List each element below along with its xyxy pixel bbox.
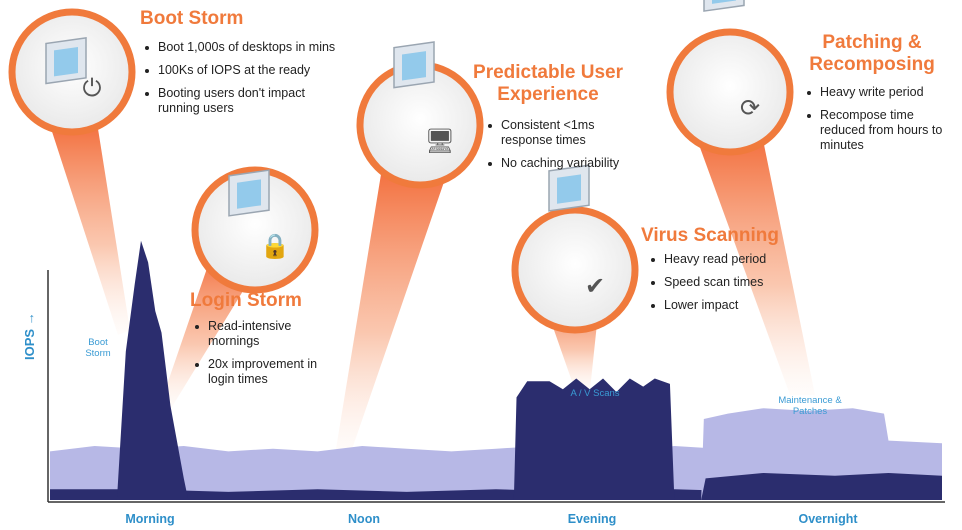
desktop-box-icon — [703, 0, 745, 12]
desktop-box-icon — [548, 164, 590, 212]
spotlight-beams — [45, 110, 815, 455]
refresh-icon: ⟳ — [740, 94, 760, 122]
desktop-box-icon — [45, 37, 87, 85]
title-boot-storm: Boot Storm — [140, 8, 244, 29]
axes — [47, 270, 945, 503]
bullets-virus-scanning: Heavy read period Speed scan times Lower… — [651, 252, 791, 321]
bullet: No caching variability — [488, 156, 638, 171]
bullet: Speed scan times — [651, 275, 791, 290]
lock-icon: 🔒 — [260, 232, 290, 260]
callout-circles: ⏻ 🔒 🖥 ✔ ⟳ — [8, 0, 794, 334]
x-tick-morning: Morning — [125, 512, 175, 526]
x-tick-noon: Noon — [348, 512, 380, 526]
desktop-box-icon — [228, 169, 270, 217]
bullets-predictable-ux: Consistent <1ms response times No cachin… — [488, 118, 638, 179]
y-axis-arrow-icon: → — [22, 312, 37, 326]
bullet: Recompose time reduced from hours to min… — [807, 108, 957, 153]
bullet: Heavy read period — [651, 252, 791, 267]
iops-areas — [50, 240, 942, 501]
bullet: 20x improvement in login times — [195, 357, 340, 387]
bullet: Read-intensive mornings — [195, 319, 298, 349]
circle-virus-scanning: ✔ — [511, 164, 639, 334]
shield-check-icon: ✔ — [585, 272, 605, 300]
power-icon: ⏻ — [83, 74, 102, 102]
bullets-patching: Heavy write period Recompose time reduce… — [807, 85, 957, 161]
y-axis-label: IOPS → — [22, 312, 37, 360]
circle-patching: ⟳ — [666, 0, 794, 156]
area-maintenance-write — [701, 473, 942, 500]
bullets-login-storm: Read-intensive mornings 20x improvement … — [195, 319, 340, 395]
x-tick-overnight: Overnight — [798, 512, 858, 526]
bullets-boot-storm: Boot 1,000s of desktops in mins 100Ks of… — [145, 40, 365, 124]
circle-predictable-ux: 🖥 — [356, 41, 484, 189]
title-login-storm: Login Storm — [190, 290, 302, 311]
bullet: Booting users don't impact running users — [145, 86, 308, 116]
title-patching: Patching & Recomposing — [809, 32, 935, 75]
annotation-maintenance: Maintenance & Patches — [778, 395, 842, 417]
bullet: Consistent <1ms response times — [488, 118, 606, 148]
monitor-users-icon: 🖥 — [425, 127, 455, 155]
bullet: Lower impact — [651, 298, 791, 313]
title-predictable-ux: Predictable User Experience — [473, 62, 623, 105]
beam-patching — [690, 120, 815, 395]
beam-predictable-ux — [335, 150, 455, 455]
title-virus-scanning: Virus Scanning — [641, 225, 779, 246]
y-axis-label-text: IOPS — [22, 328, 37, 360]
bullet: 100Ks of IOPS at the ready — [145, 63, 365, 78]
area-boot-storm — [116, 240, 189, 501]
desktop-box-icon — [393, 41, 435, 89]
x-tick-evening: Evening — [567, 512, 617, 526]
bullet: Boot 1,000s of desktops in mins — [145, 40, 365, 55]
beam-boot-storm — [45, 110, 130, 335]
circle-boot-storm: ⏻ — [8, 8, 136, 136]
bullet: Heavy write period — [807, 85, 957, 100]
area-av-scans — [513, 378, 675, 500]
annotation-boot-storm: Boot Storm — [85, 337, 111, 359]
annotation-av-scans: A / V Scans — [570, 388, 620, 399]
circle-login-storm: 🔒 — [191, 166, 319, 294]
